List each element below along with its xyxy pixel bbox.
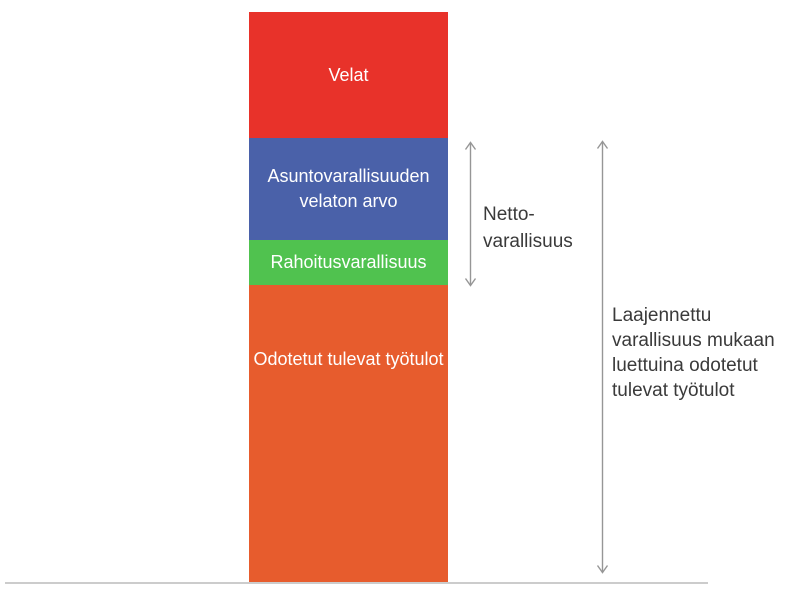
extended-wealth-label-line4: tulevat työtulot (612, 380, 735, 401)
net-wealth-label-line2: varallisuus (483, 231, 573, 252)
baseline-axis (5, 582, 708, 584)
segment-housing-net-value-label: Asuntovarallisuuden velaton arvo (267, 166, 430, 211)
segment-expected-future-earnings: Odotetut tulevat työtulot (249, 285, 448, 583)
extended-wealth-label: Laajennettu varallisuus mukaan luettuina… (612, 303, 775, 403)
segment-housing-net-value: Asuntovarallisuuden velaton arvo (249, 138, 448, 240)
extended-wealth-label-line1: Laajennettu (612, 305, 712, 326)
extended-wealth-label-line3: luettuina odotetut (612, 355, 758, 376)
extended-wealth-span-arrow (596, 140, 609, 574)
segment-financial-wealth: Rahoitusvarallisuus (249, 240, 448, 285)
segment-debts: Velat (249, 12, 448, 138)
net-wealth-span-arrow (464, 141, 477, 287)
net-wealth-label: Netto- varallisuus (483, 201, 573, 255)
segment-financial-wealth-label: Rahoitusvarallisuus (270, 252, 427, 272)
segment-debts-label: Velat (328, 64, 369, 85)
segment-expected-future-earnings-label: Odotetut tulevat työtulot (253, 349, 444, 369)
stacked-bar: Velat Asuntovarallisuuden velaton arvo R… (249, 12, 448, 583)
net-wealth-label-line1: Netto- (483, 204, 535, 225)
extended-wealth-label-line2: varallisuus mukaan (612, 330, 775, 351)
